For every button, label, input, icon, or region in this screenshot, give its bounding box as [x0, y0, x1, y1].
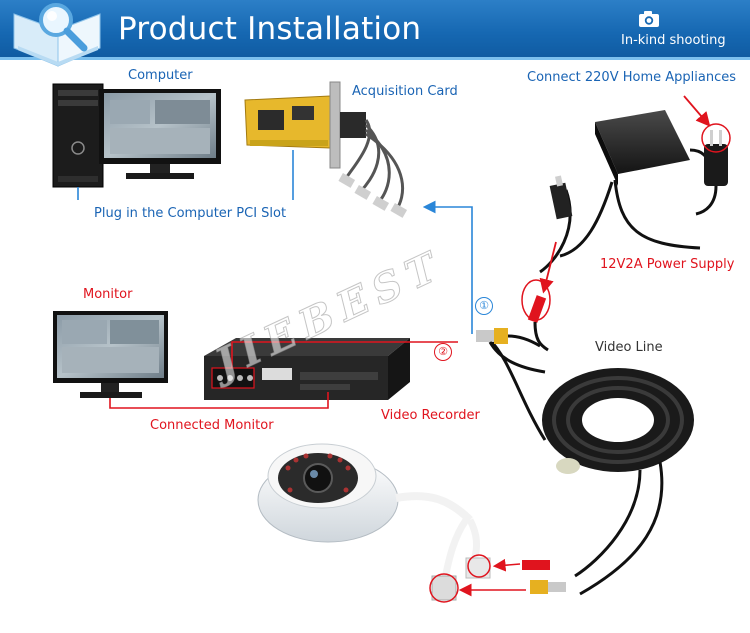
power-adapter-icon: [539, 110, 714, 274]
acquisition-card-label: Acquisition Card: [352, 84, 458, 99]
pci-connection-line: [77, 150, 294, 200]
dc-plug-icon: [549, 175, 573, 220]
red-arrow-to-dc-plug: [539, 241, 557, 294]
in-kind-shooting-label: In-kind shooting: [621, 33, 726, 48]
header-bar: [0, 0, 750, 60]
computer-label: Computer: [128, 68, 193, 83]
monitor-label: Monitor: [83, 287, 133, 302]
wall-plug-icon: [695, 123, 731, 216]
header-underline: [0, 57, 750, 60]
dome-camera-icon: [257, 443, 566, 603]
bnc-connector-icon: [476, 279, 551, 374]
connect-220v-label: Connect 220V Home Appliances: [527, 70, 736, 85]
red-line-to-recorder: [231, 341, 458, 368]
camera-icon: [639, 11, 659, 27]
page-title: Product Installation: [118, 11, 422, 47]
step-one-badge: ①: [475, 297, 493, 315]
power-supply-label: 12V2A Power Supply: [600, 257, 735, 272]
computer-monitor-icon: [99, 89, 221, 179]
step-two-badge: ②: [434, 343, 452, 361]
magnifier-book-icon: [13, 3, 101, 67]
video-recorder-label: Video Recorder: [381, 408, 480, 423]
computer-tower-icon: [52, 83, 104, 188]
video-line-label: Video Line: [595, 340, 663, 355]
red-arrow-to-wall-plug: [683, 95, 711, 127]
pci-slot-label: Plug in the Computer PCI Slot: [94, 206, 287, 221]
monitor-icon: [53, 311, 168, 398]
acquisition-card-icon: [244, 81, 408, 218]
blue-arrow-to-card: [422, 200, 473, 334]
connected-monitor-label: Connected Monitor: [150, 418, 274, 433]
red-line-to-monitor: [109, 392, 329, 409]
video-line-coil-icon: [488, 338, 694, 596]
red-arrow-to-camera-dc: [492, 558, 521, 572]
